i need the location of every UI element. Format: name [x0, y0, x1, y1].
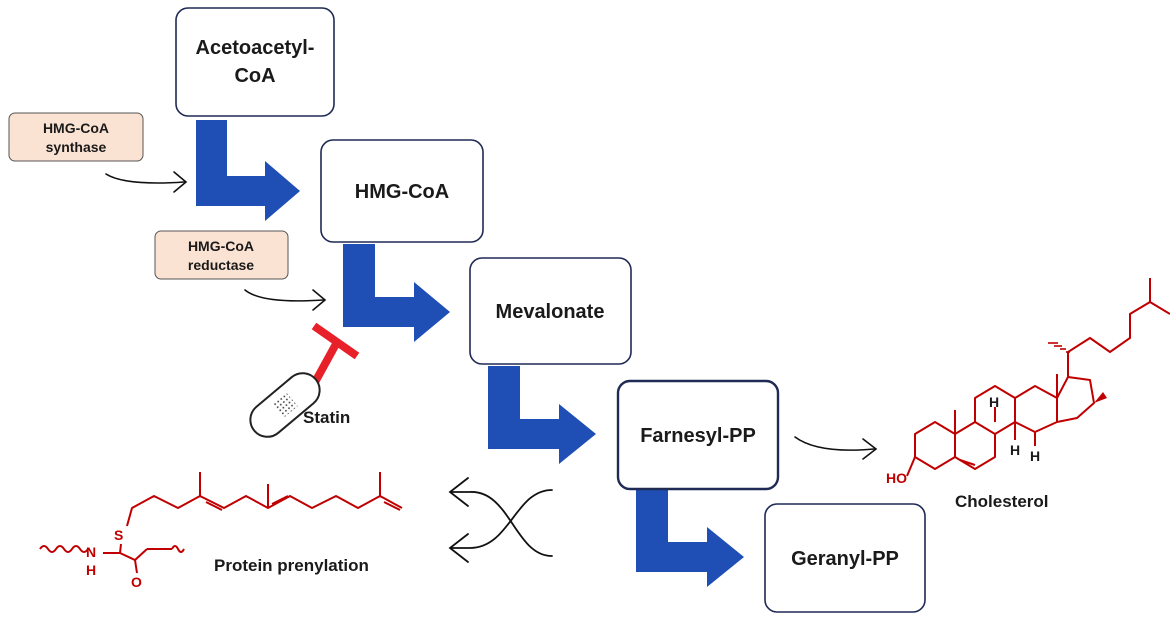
cross-arrow-lower-head — [448, 533, 469, 563]
cross-arrow-upper-head — [448, 477, 469, 507]
squiggle-right — [171, 545, 185, 553]
reductase-arrow — [244, 289, 327, 311]
arrow-farnesyl-to-geranyl — [636, 490, 744, 587]
node-label: HMG-CoA — [355, 181, 449, 203]
chain-backbone — [126, 495, 403, 527]
sulfur-label: S — [114, 527, 123, 543]
enzyme-label-line2: synthase — [46, 139, 107, 155]
oxygen-label: O — [131, 574, 142, 590]
crossing-arrows — [448, 477, 553, 563]
nitrogen-h-label: H — [86, 562, 96, 578]
cholesterol-molecule: HO H H H — [886, 278, 1170, 486]
ring-a — [914, 421, 956, 470]
prenylation-molecule: S N H O — [39, 472, 403, 590]
hashed-methyl — [1048, 342, 1070, 353]
node-label: Farnesyl-PP — [640, 425, 756, 447]
cholesterol-arrow-shaft — [794, 436, 875, 451]
pill-dots — [272, 392, 298, 418]
node-acetoacetyl-coa: Acetoacetyl- CoA — [175, 7, 335, 117]
enzyme-label-line1: HMG-CoA — [188, 238, 254, 254]
enzyme-label-line1: HMG-CoA — [43, 120, 109, 136]
cholesterol-details — [954, 278, 1170, 466]
node-farnesyl-pp: Farnesyl-PP — [616, 379, 780, 491]
node-label: Mevalonate — [496, 301, 605, 323]
node-hmg-coa: HMG-CoA — [320, 139, 484, 243]
enzyme-box — [8, 112, 144, 162]
reductase-arrow-head — [312, 289, 327, 311]
double-bond — [959, 459, 976, 466]
cross-arrow-lower-curve — [451, 489, 553, 549]
node-box — [764, 503, 926, 613]
hydroxyl-label: HO — [886, 470, 907, 486]
backbone-bond — [119, 548, 148, 562]
enzyme-arrows — [105, 171, 878, 460]
h-atom-label: H — [1010, 442, 1020, 458]
node-box — [469, 257, 632, 365]
synthase-arrow-head — [173, 171, 188, 193]
h-atom-label: H — [1030, 448, 1040, 464]
inhibitor-stem — [310, 342, 340, 386]
cholesterol-rings — [914, 376, 1095, 470]
squiggle-left — [39, 545, 89, 553]
arrow-hmgcoa-to-mevalonate — [343, 244, 450, 342]
cross-arrow-upper-curve — [451, 491, 553, 557]
statin-inhibitor — [310, 322, 360, 386]
node-box — [616, 379, 780, 491]
nitrogen-label: N — [86, 544, 96, 560]
statin-label: Statin — [303, 408, 350, 427]
pill-icon — [249, 372, 321, 438]
backbone-bond — [134, 559, 138, 574]
peptide-backbone — [39, 543, 185, 574]
chain-double-bond — [271, 495, 289, 505]
chain-double-bond — [383, 501, 401, 511]
enzyme-box — [154, 230, 289, 280]
node-box — [175, 7, 335, 117]
node-label: Geranyl-PP — [791, 548, 899, 570]
farnesyl-chain — [126, 472, 403, 527]
node-geranyl-pp: Geranyl-PP — [764, 503, 926, 613]
enzyme-hmg-coa-synthase: HMG-CoA synthase — [8, 112, 144, 162]
node-label-line2: CoA — [234, 65, 275, 87]
arrow-acetoacetyl-to-hmgcoa — [196, 120, 300, 221]
cholesterol-arrow — [794, 436, 878, 460]
ring-b — [954, 421, 996, 470]
enzyme-label-line2: reductase — [188, 257, 254, 273]
pathway-arrows — [196, 120, 744, 587]
ring-c — [974, 385, 1016, 435]
protein-prenylation-label: Protein prenylation — [214, 556, 369, 575]
wedge-methyl — [1094, 392, 1107, 403]
node-label-line1: Acetoacetyl- — [196, 37, 315, 59]
cholesterol-label: Cholesterol — [955, 492, 1049, 511]
ring-e — [1056, 376, 1095, 423]
node-mevalonate: Mevalonate — [469, 257, 632, 365]
backbone-bond — [103, 543, 122, 554]
synthase-arrow-shaft — [105, 173, 185, 184]
ring-d — [1014, 385, 1058, 433]
side-chain — [1067, 278, 1170, 377]
synthase-arrow — [105, 171, 188, 193]
cholesterol-arrow-head — [862, 438, 878, 460]
inhibitor-bar — [311, 322, 360, 360]
hydroxyl-bond — [906, 456, 916, 477]
arrow-mevalonate-to-farnesyl — [488, 366, 596, 464]
node-box — [320, 139, 484, 243]
chain-double-bond — [205, 501, 223, 511]
h-atom-label: H — [989, 394, 999, 410]
enzyme-hmg-coa-reductase: HMG-CoA reductase — [154, 230, 289, 280]
reductase-arrow-shaft — [244, 289, 324, 302]
